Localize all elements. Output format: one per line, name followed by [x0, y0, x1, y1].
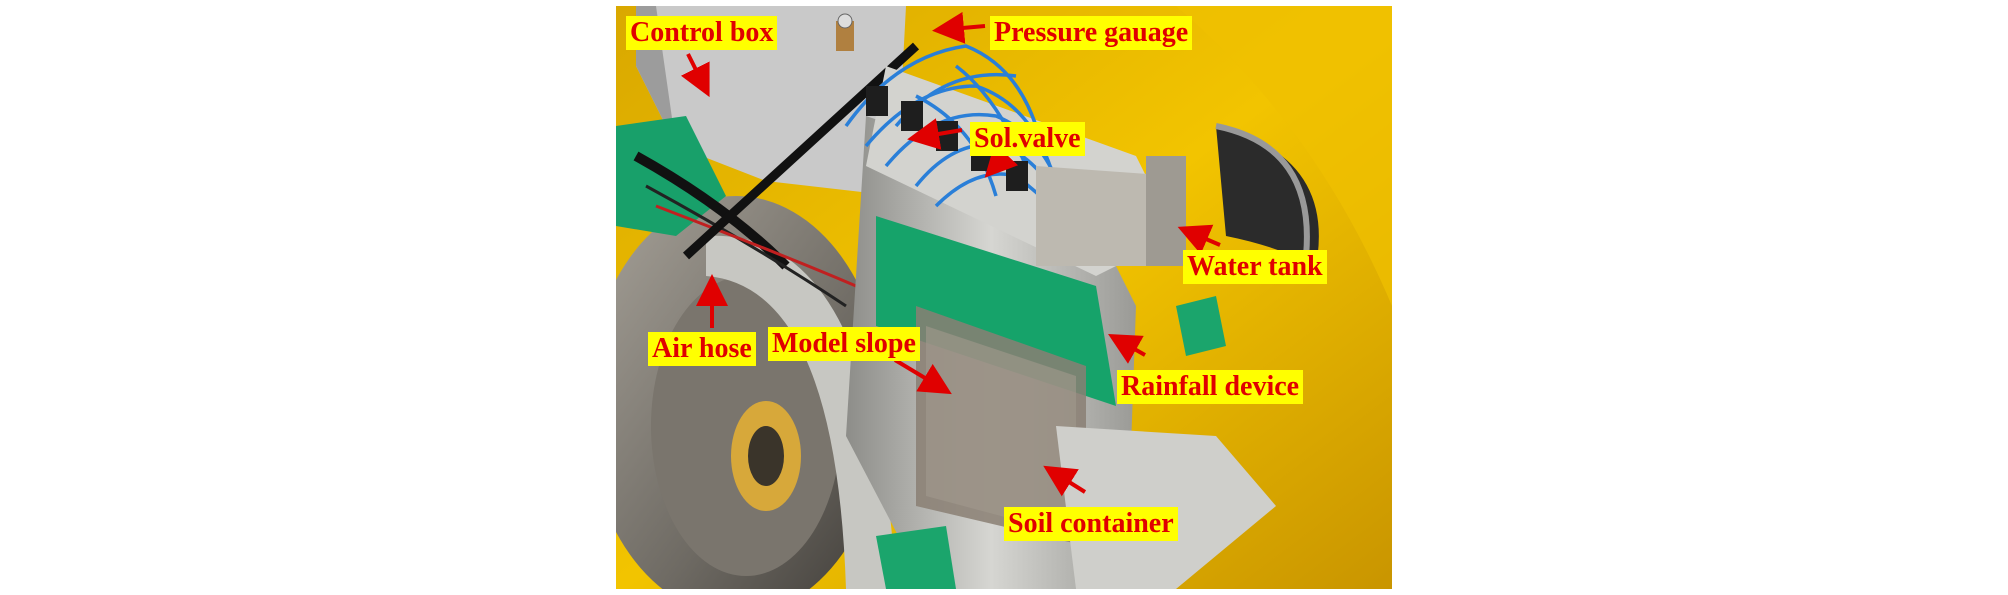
label-water-tank: Water tank [1183, 250, 1327, 284]
label-sol-valve: Sol.valve [970, 122, 1085, 156]
label-pressure-gauge: Pressure gauage [990, 16, 1193, 50]
label-control-box: Control box [626, 16, 778, 50]
label-model-slope: Model slope [768, 327, 920, 361]
centrifuge-apparatus-illustration [616, 6, 1392, 589]
experiment-photo [616, 6, 1392, 589]
label-soil-container: Soil container [1004, 507, 1178, 541]
label-rainfall-device: Rainfall device [1117, 370, 1304, 404]
label-air-hose: Air hose [648, 332, 756, 366]
